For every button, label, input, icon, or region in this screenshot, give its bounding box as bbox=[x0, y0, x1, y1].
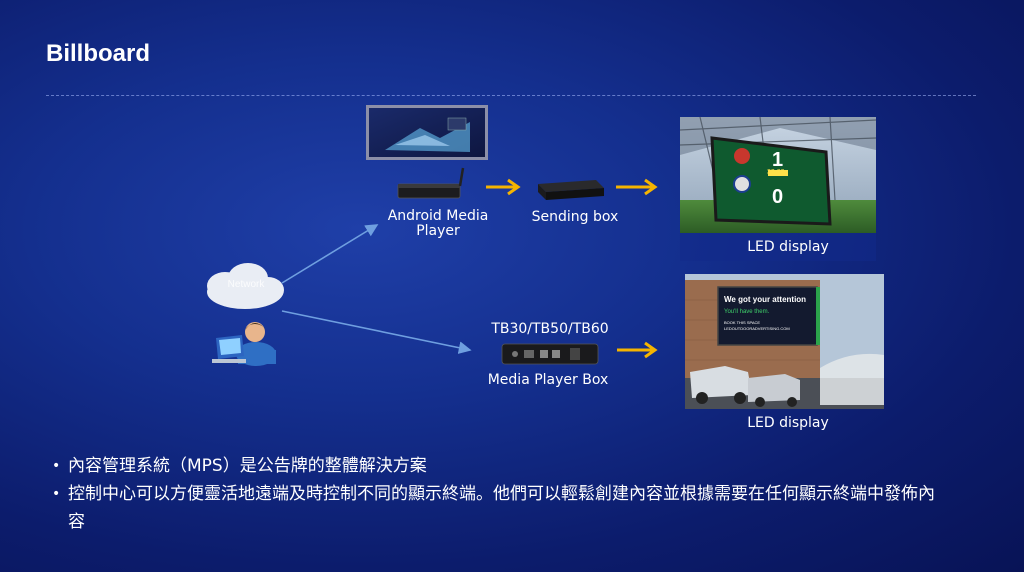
media-player-box-device bbox=[501, 343, 599, 365]
stadium-led-photo bbox=[679, 116, 877, 261]
scoreboard-clock: 33:00 bbox=[767, 169, 785, 176]
arrow-box-to-led bbox=[617, 341, 658, 359]
billboard-ad-line3: BOOK THIS SPACE bbox=[724, 320, 760, 325]
title-divider bbox=[46, 95, 976, 96]
network-cloud bbox=[207, 263, 284, 309]
arrow-sending-to-led bbox=[616, 178, 658, 196]
android-player-label: Android Media Player bbox=[387, 208, 489, 239]
connector-to-box bbox=[281, 310, 472, 354]
flow-arrows bbox=[486, 178, 658, 359]
bullet-item: •控制中心可以方便靈活地遠端及時控制不同的顯示終端。他們可以輕鬆創建內容並根據需… bbox=[52, 484, 935, 532]
bullet-list: •內容管理系統（MPS）是公告牌的整體解決方案 •控制中心可以方便靈活地遠端及時… bbox=[52, 452, 972, 536]
billboard-led-photo bbox=[685, 274, 884, 409]
connector-to-android bbox=[281, 224, 379, 284]
operator-person-icon bbox=[212, 322, 276, 366]
scoreboard-away-score: 0 bbox=[772, 186, 783, 208]
cloud-label: Network bbox=[228, 279, 266, 290]
billboard-ad-line1: We got your attention bbox=[724, 295, 806, 304]
sending-box-device bbox=[538, 180, 604, 200]
billboard-ad-line4: LEDOUTDOORADVERTISING.COM bbox=[724, 326, 790, 331]
sending-box-label: Sending box bbox=[531, 209, 619, 225]
box-models-label: TB30/TB50/TB60 bbox=[491, 321, 609, 337]
bullet-item: •內容管理系統（MPS）是公告牌的整體解決方案 bbox=[52, 456, 427, 476]
scoreboard-home-score: 1 bbox=[772, 149, 783, 171]
led-display-bottom-label: LED display bbox=[747, 415, 829, 431]
media-player-box-label: Media Player Box bbox=[487, 372, 609, 388]
billboard-ad-line2: You'll have them. bbox=[724, 309, 770, 315]
android-player-device bbox=[397, 167, 465, 199]
arrow-android-to-sending bbox=[486, 178, 521, 196]
mps-screenshot bbox=[366, 105, 488, 160]
slide-title: Billboard bbox=[46, 40, 151, 67]
led-display-top-label: LED display bbox=[747, 239, 829, 255]
